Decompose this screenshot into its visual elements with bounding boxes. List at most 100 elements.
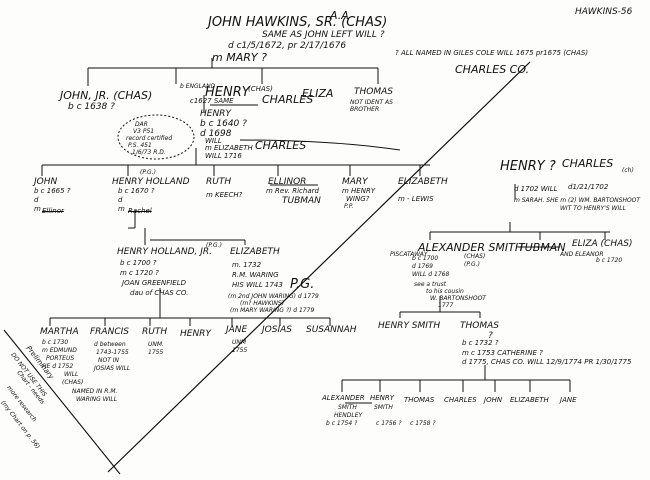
gen3-henry-holland-birth: b c 1670 ? (118, 187, 155, 195)
gen5-henry: HENRY (180, 329, 211, 339)
alexander-note1: see a trust (414, 281, 447, 288)
gen4-henry-jr-birth: b c 1700 ? (120, 259, 157, 267)
gen3-henry-holland-name: HENRY HOLLAND (112, 177, 190, 187)
root-county: CHARLES CO. (455, 63, 530, 76)
alexander-tag2: (P.G.) (464, 261, 480, 268)
gen6-henry-birth: c 1756 ? (376, 420, 402, 427)
henry-birth: c1627 SAME (190, 97, 234, 105)
gen4-henry-jr-marriage: m c 1720 ? (120, 269, 159, 277)
gen6-alexander-sub-2: HENDLEY (334, 412, 363, 419)
tubman-name: TUBMAN (518, 241, 566, 254)
eliza-birth: b c 1720 (596, 257, 623, 264)
gen6-thomas-birth: c 1758 ? (410, 420, 436, 427)
gen5-thomas-mark: ? (488, 331, 493, 341)
henry-tag: (CHAS) (248, 85, 273, 93)
gen6-henry-sub: SMITH (374, 404, 393, 411)
gen3-henry-holland-tag: (P.G.) (140, 169, 156, 176)
gen3-ellinor-spouse2: TUBMAN (282, 196, 321, 206)
alexander-note2: to his cousin (426, 288, 464, 295)
gen5-henry-smith: HENRY SMITH (378, 321, 441, 331)
gen3-elizabeth-name: ELIZABETH (398, 177, 448, 187)
dar-circle (117, 114, 195, 160)
gen4-elizabeth-note3: (m MARY WARING ?) d 1779 (230, 307, 315, 314)
gen5-josias: JOSIAS (262, 325, 292, 335)
dar-line-5: 1/6/73 R.D. (132, 149, 166, 156)
henry-eliza: ELIZA (302, 87, 334, 100)
gen5-thomas-marriage: m c 1753 CATHERINE ? (462, 349, 543, 357)
gen3-john-d: d (34, 196, 39, 204)
gen3-ellinor-name: ELLINOR (268, 177, 307, 187)
gen3-ellinor-spouse: m Rev. Richard (266, 187, 319, 195)
top-mark: A.A (330, 9, 349, 22)
martha-detail-2: m EDMUND (42, 347, 77, 354)
alexander-death: d 1769 (412, 263, 433, 270)
henry-sub-county: CHARLES (255, 139, 307, 152)
gen3-john-name: JOHN (34, 177, 58, 187)
gen4-elizabeth-note2: (m? HAWKINS) (240, 300, 285, 307)
gen3-henry-holland-m: m (118, 205, 125, 213)
gen3-right-henry-will2: d1/21/1702 (568, 183, 609, 191)
john-jr-birth: b c 1638 ? (68, 102, 115, 112)
named-note-1: NAMED IN R.M. (72, 388, 118, 395)
root-spouse: m MARY ? (212, 51, 267, 64)
margin-diagonal (3, 329, 121, 475)
gen3-mary-extra: P.P. (344, 203, 354, 210)
gen5-jane: JANE (226, 325, 248, 335)
gen6-jane: JANE (560, 396, 577, 404)
gen6-thomas: THOMAS (404, 396, 435, 404)
henry-sub-spouse: m ELIZABETH (205, 144, 253, 152)
jane5-detail-2: 1755 (232, 347, 248, 354)
henry-sub-death: d 1698 (200, 129, 232, 139)
gen3-ruth-name: RUTH (206, 177, 232, 187)
gen3-right-henry-spouse-note: WIT TO HENRY'S WILL (560, 205, 626, 212)
thomas-gen2-name: THOMAS (354, 87, 393, 97)
thomas-gen2-note: NOT IDENT AS BROTHER (350, 99, 393, 114)
gen4-elizabeth-note1: (m 2nd JOHN WARING) d 1779 (228, 293, 319, 300)
gen4-henry-jr-name: HENRY HOLLAND, JR. (117, 247, 212, 257)
gen3-john-birth: b c 1665 ? (34, 187, 71, 195)
gen3-john-m: m (34, 205, 41, 213)
alexander-birth: b c 1700 (412, 255, 439, 262)
gen3-henry-holland-struck: Rachel (128, 207, 152, 215)
gen5-martha: MARTHA (40, 327, 79, 337)
gen6-charles: CHARLES (444, 396, 477, 404)
corner-reference: HAWKINS-56 (575, 7, 633, 17)
gen3-mary-spouse2: WING? (346, 195, 370, 203)
gen5-ruth: RUTH (142, 327, 168, 337)
gen5-thomas-will: d 1775, CHAS CO. WILL 12/9/1774 PR 1/30/… (462, 358, 632, 366)
alexander-pre: PISCATAWAY (390, 251, 428, 258)
dar-line-4: P.S. 451 (128, 142, 152, 149)
henry-sub-name: HENRY (200, 109, 231, 119)
alexander-name: ALEXANDER SMITH (418, 241, 524, 254)
gen6-john: JOHN (484, 396, 503, 404)
henry-county: CHARLES (262, 93, 314, 106)
john-jr-name: JOHN, JR. (CHAS) (60, 89, 153, 102)
ruth5-detail-1: UNM. (148, 341, 164, 348)
gen5-susannah: SUSANNAH (306, 325, 357, 335)
gen3-right-henry-county: CHARLES (562, 157, 614, 170)
gen3-right-henry-abbr: (ch) (622, 167, 634, 174)
francis-detail-2: 1743-1755 (96, 349, 129, 356)
gen5-francis: FRANCIS (90, 327, 129, 337)
root-side-note: ? ALL NAMED IN GILES COLE WILL 1675 pr16… (395, 49, 589, 57)
gen4-elizabeth-spouse: R.M. WARING (232, 271, 279, 279)
root-dates: d c1/5/1672, pr 2/17/1676 (228, 41, 347, 51)
gen3-henry-holland-d: d (118, 196, 123, 204)
gen3-mary-name: MARY (342, 177, 368, 187)
gen4-elizabeth-m: m. 1732 (232, 261, 262, 269)
gen5-thomas-name: THOMAS (460, 321, 499, 331)
gen5-thomas-birth: b c 1732 ? (462, 339, 499, 347)
henry-sub-will-date: WILL 1716 (205, 152, 242, 160)
gen4-elizabeth-name: ELIZABETH (230, 247, 280, 257)
martha-detail-6: (CHAS) (62, 379, 84, 386)
gen3-ruth-spouse: m KEECH? (206, 191, 243, 199)
henry-sub-birth: b c 1640 ? (200, 119, 247, 129)
martha-detail-3: PORTEUS (46, 355, 75, 362)
francis-detail-3: NOT IN (98, 357, 120, 364)
eliza-sub: AND ELEANOR (560, 251, 604, 258)
gen4-henry-jr-tag: (P.G.) (206, 242, 222, 249)
henry-name: HENRY (205, 85, 250, 100)
named-note-2: WARING WILL (76, 396, 118, 403)
gen3-john-struck: Ellinor (42, 207, 64, 215)
